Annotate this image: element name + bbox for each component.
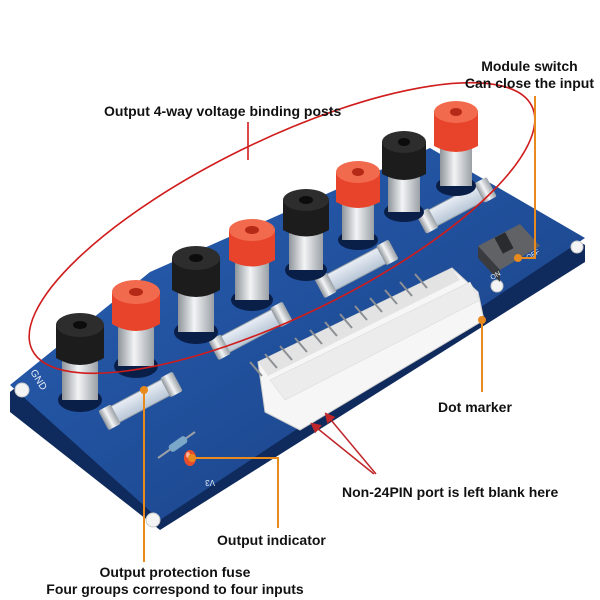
binding-post-black	[283, 189, 329, 281]
binding-post-red	[112, 280, 160, 378]
blank-port-arrows	[310, 412, 377, 475]
mounting-hole	[490, 279, 504, 293]
fuse-callout: Output protection fuse Four groups corre…	[0, 564, 350, 598]
fuse-callout-line1: Output protection fuse	[99, 564, 251, 580]
fuse	[314, 240, 399, 298]
dot-marker-callout: Dot marker	[438, 399, 512, 415]
mounting-hole	[145, 512, 161, 528]
v3-silkscreen: V3	[205, 478, 215, 487]
switch-on-label: ON	[490, 270, 503, 281]
module-switch-callout-line2: Can close the input	[464, 75, 594, 91]
binding-post-red	[229, 219, 275, 311]
mounting-hole	[570, 240, 584, 254]
fuse-point	[140, 386, 148, 394]
blank-port-callout: Non-24PIN port is left blank here	[342, 484, 559, 500]
indicator-point	[188, 454, 196, 462]
binding-post-black	[56, 313, 104, 412]
binding-post-red	[434, 101, 478, 196]
binding-post-red	[336, 161, 380, 250]
mounting-hole	[14, 382, 30, 398]
indicator-leader	[192, 457, 279, 528]
module-switch-callout: Module switch Can close the input	[465, 58, 594, 92]
fuse	[208, 302, 293, 360]
callout-lines	[143, 96, 536, 562]
binding-posts-highlight-ellipse	[28, 81, 536, 375]
fuse-callout-line2: Four groups correspond to four inputs	[46, 581, 304, 597]
dot-marker-point	[478, 316, 486, 324]
output-indicator-callout: Output indicator	[217, 532, 326, 548]
binding-posts-callout: Output 4-way voltage binding posts	[104, 103, 342, 119]
fuse-group	[98, 177, 497, 430]
fuse	[98, 372, 183, 430]
binding-post-black	[382, 131, 426, 222]
switch-leader	[518, 96, 536, 259]
binding-post-black	[172, 246, 220, 344]
switch-point	[514, 254, 522, 262]
module-switch-callout-line1: Module switch	[481, 58, 578, 74]
binding-posts	[56, 101, 478, 412]
